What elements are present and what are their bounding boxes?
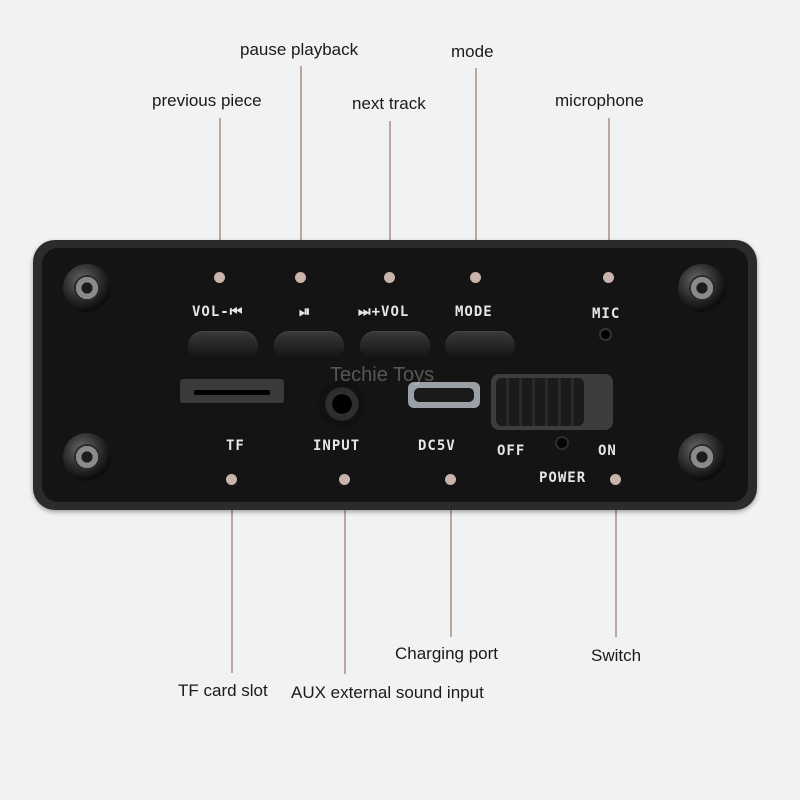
leader-pause-playback [300, 66, 302, 276]
callout-pause-playback: pause playback [240, 40, 359, 59]
callout-tf-card-slot: TF card slot [178, 681, 268, 700]
label-on: ON [598, 443, 617, 459]
watermark: Techie Toys [330, 364, 435, 386]
leader-mode [475, 68, 477, 276]
microphone-hole [601, 330, 610, 339]
callout-next-track: next track [352, 94, 426, 113]
label-tf: TF [226, 438, 245, 454]
callout-mode: mode [451, 42, 494, 61]
callout-aux-input: AUX external sound input [291, 683, 484, 702]
anchor-dot [295, 272, 306, 283]
leader-tf-card-slot [231, 480, 233, 673]
leader-charging-port [450, 480, 452, 637]
label-off: OFF [497, 443, 526, 459]
label-input: INPUT [313, 438, 361, 454]
power-switch[interactable] [491, 374, 613, 430]
leader-microphone [608, 118, 610, 276]
screw-icon [678, 264, 726, 312]
next-vol-plus-button[interactable] [360, 331, 430, 361]
anchor-dot [603, 272, 614, 283]
screw-icon [63, 433, 111, 481]
leader-next-track [389, 121, 391, 276]
anchor-dot [610, 474, 621, 485]
callout-previous-piece: previous piece [152, 91, 262, 110]
anchor-dot [445, 474, 456, 485]
label-mode: MODE [455, 304, 493, 320]
screw-icon [678, 433, 726, 481]
anchor-dot [214, 272, 225, 283]
anchor-dot [339, 474, 350, 485]
play-pause-button[interactable] [274, 331, 344, 361]
label-vol-plus: ⏭+VOL [358, 304, 410, 320]
callout-charging-port: Charging port [395, 644, 499, 663]
leader-previous-piece [219, 118, 221, 276]
micro-usb-charging-port[interactable] [408, 382, 480, 408]
screw-icon [63, 264, 111, 312]
leader-switch [615, 480, 617, 637]
aux-input-jack[interactable] [318, 380, 366, 428]
anchor-dot [470, 272, 481, 283]
control-panel [33, 240, 757, 510]
callout-switch: Switch [591, 646, 642, 665]
label-play-pause: ⏯ [299, 304, 312, 320]
power-led [557, 438, 567, 448]
label-mic: MIC [592, 306, 621, 322]
callout-microphone: microphone [555, 91, 644, 110]
anchor-dot [384, 272, 395, 283]
leader-aux-input [344, 480, 346, 674]
panel-face [42, 248, 748, 502]
mode-button[interactable] [445, 331, 515, 361]
tf-card-slot[interactable] [180, 379, 284, 403]
label-vol-minus: VOL-⏮ [192, 304, 244, 320]
anchor-dot [226, 474, 237, 485]
label-power: POWER [539, 470, 587, 486]
label-dc5v: DC5V [418, 438, 456, 454]
vol-minus-previous-button[interactable] [188, 331, 258, 361]
